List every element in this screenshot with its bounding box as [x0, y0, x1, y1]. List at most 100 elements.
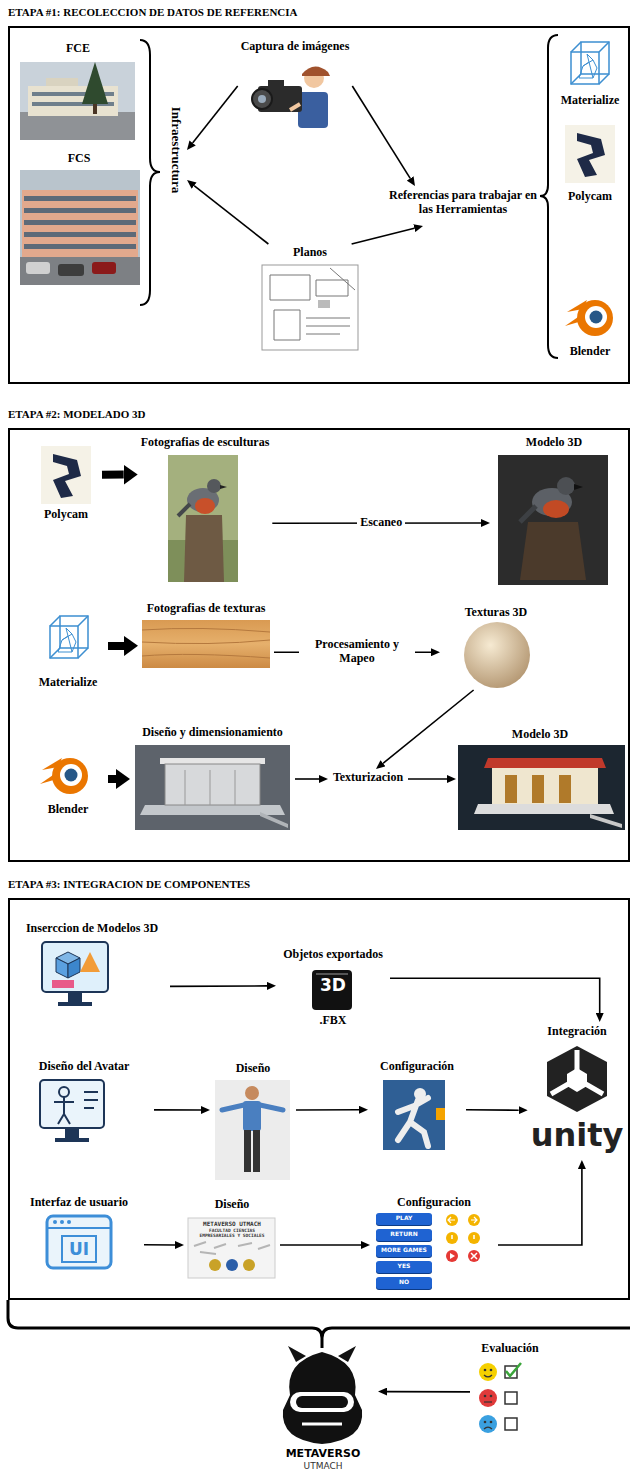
node-text: PLAY — [396, 1215, 413, 1222]
metaverso-logo — [338, 1346, 356, 1362]
building-photo — [93, 104, 97, 114]
summary-bracket — [8, 1300, 630, 1348]
textured-model — [492, 768, 598, 804]
edge-label: Escaneo — [357, 515, 405, 531]
building-photo — [24, 232, 136, 237]
evaluation-card: Evaluación — [470, 1342, 550, 1438]
ui-button: RETURN — [376, 1229, 432, 1241]
sculpture-photo — [207, 479, 221, 493]
avatar-design-icon — [84, 1092, 98, 1108]
flow-arrow — [295, 778, 319, 780]
materialize-icon — [571, 42, 609, 84]
node-text: YES — [398, 1263, 411, 1270]
ui-icon — [47, 1216, 111, 1268]
image-card: Modelo 3D — [490, 436, 618, 586]
avatar-design-icon — [59, 1087, 69, 1097]
unity-logo — [567, 1068, 587, 1092]
camera-illustration — [252, 66, 330, 128]
process-text: Texturizacion — [328, 769, 408, 789]
texture-photo — [142, 628, 270, 658]
evaluation-faces — [484, 1427, 492, 1429]
model-insert-icon — [56, 958, 68, 978]
node-text: Diseño — [236, 1062, 271, 1076]
image-card: Configuración — [368, 1060, 466, 1154]
building-model — [185, 770, 235, 805]
metaverso-logo — [296, 1396, 348, 1408]
building-photo — [82, 62, 108, 104]
evaluation-faces — [479, 1415, 497, 1433]
group-label: Infraestructura — [165, 90, 187, 210]
avatar-figure — [215, 1080, 290, 1180]
building-model — [135, 745, 290, 830]
node-text: Modelo 3D — [526, 436, 582, 450]
scanned-model — [574, 484, 583, 490]
node-text: METAVERSO UTMACH — [203, 1221, 261, 1228]
node-text: Configuracion — [397, 1196, 471, 1210]
ui-screen — [209, 1259, 221, 1271]
ui-button-icons — [448, 1217, 477, 1223]
building-model — [260, 812, 288, 828]
image-card: Texturas 3D — [440, 604, 552, 690]
stage-panel: ETAPA #1: RECOLECCION DE DATOS DE REFERE… — [8, 26, 630, 384]
source-card: Captura de imágenes — [238, 40, 353, 132]
flow-arrow — [280, 1244, 361, 1246]
metaverso-logo — [288, 1346, 306, 1362]
scanned-model — [520, 522, 586, 580]
textured-model — [458, 745, 625, 830]
avatar-rig — [398, 1098, 428, 1146]
building-photo — [24, 196, 136, 201]
building-photo — [20, 62, 135, 140]
evaluation-faces — [506, 1363, 521, 1376]
ui-button-icons — [446, 1214, 480, 1262]
evaluation-faces — [479, 1363, 521, 1433]
texture-photo — [142, 620, 270, 668]
building-photo — [20, 62, 135, 140]
node-text: Texturas 3D — [465, 606, 528, 620]
flow-arrow — [170, 985, 267, 987]
textured-model — [484, 758, 606, 768]
node-text: ETAPA #1: RECOLECCION DE DATOS DE REFERE… — [8, 6, 298, 19]
building-model — [160, 758, 265, 764]
node-text: RETURN — [390, 1231, 417, 1238]
flow-arrow — [383, 690, 474, 763]
sculpture-photo — [220, 485, 227, 489]
sculpture-photo — [168, 455, 238, 582]
node-text: MORE GAMES — [381, 1247, 427, 1254]
model-insert-icon — [58, 1002, 92, 1006]
ui-button: MORE GAMES — [376, 1245, 432, 1257]
avatar-rig — [383, 1080, 445, 1150]
ui-icon — [62, 1236, 96, 1262]
evaluation-faces — [484, 1401, 492, 1402]
avatar-design-icon — [65, 1128, 79, 1138]
node-text: FACULTAD CIENCIAS EMPRESARIALES Y SOCIAL… — [192, 1228, 272, 1238]
camera-illustration — [298, 92, 328, 128]
node-text: ETAPA #2: MODELADO 3D — [8, 408, 145, 421]
model-insert-icon — [52, 980, 74, 988]
avatar-design-icon — [40, 1080, 104, 1128]
image-card: Diseño — [210, 1062, 296, 1182]
evaluation-faces — [479, 1363, 497, 1381]
building-photo — [24, 244, 136, 249]
tool-icon: Blender — [28, 739, 108, 819]
flow-arrow — [352, 228, 415, 244]
file-3d-icon — [316, 973, 348, 975]
photo-card: FCE — [18, 42, 138, 142]
building-photo — [58, 264, 84, 276]
node-text: Interfaz de usuario — [30, 1196, 128, 1210]
evaluation-faces — [479, 1389, 497, 1407]
ui-screen — [226, 1259, 238, 1271]
evaluation-faces — [490, 1369, 493, 1372]
block-arrow — [108, 642, 124, 650]
node-text: Configuración — [380, 1060, 454, 1074]
process-text: Referencias para trabajar en las Herrami… — [383, 186, 543, 226]
node-text: Fotografias de texturas — [147, 602, 266, 616]
flow-arrow — [296, 1109, 359, 1111]
model-insert-icon — [68, 958, 80, 978]
building-photo — [24, 220, 136, 225]
textured-model — [505, 775, 517, 803]
floor-plan — [262, 265, 358, 350]
metaverso-logo — [302, 1423, 342, 1426]
brand-logo: METAVERSOUTMACH — [268, 1348, 378, 1476]
node-text: Polycam — [568, 190, 612, 204]
